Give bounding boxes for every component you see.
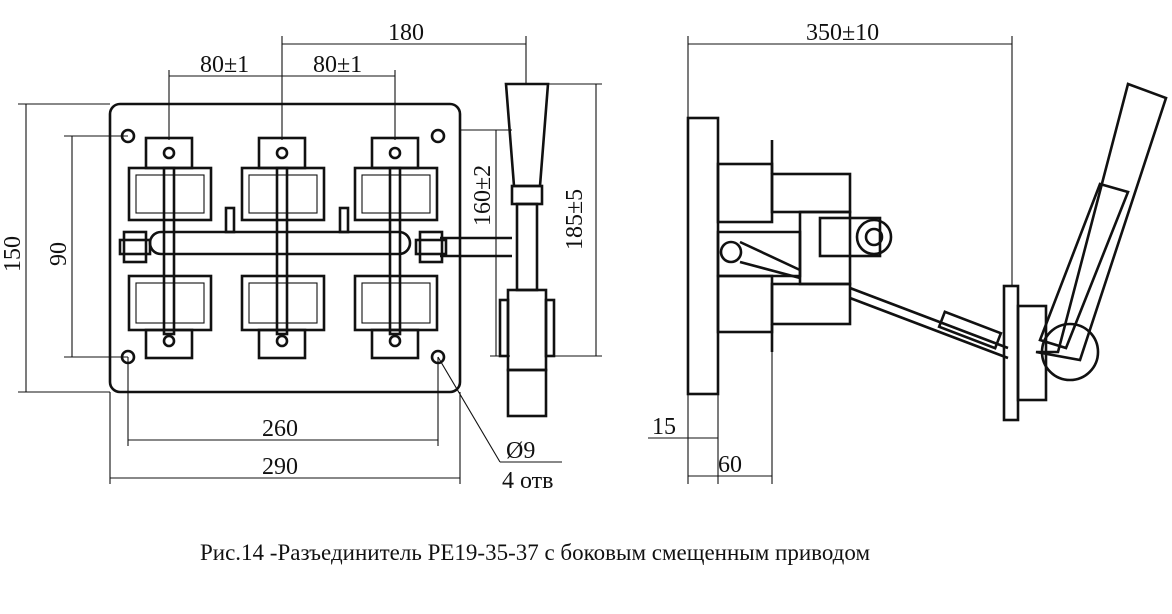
dim-150: 150 — [0, 236, 26, 272]
contact-blocks — [127, 136, 439, 360]
dim-260: 260 — [262, 416, 298, 442]
front-view: 180 80±1 80±1 150 90 160±2 185±5 260 290… — [0, 20, 602, 494]
dim-80-left: 80±1 — [200, 52, 249, 78]
dim-160: 160±2 — [470, 165, 496, 226]
figure-caption: Рис.14 -Разъединитель РЕ19-35-37 с боков… — [200, 540, 870, 565]
side-view: 350±10 15 60 — [648, 20, 1168, 484]
dim-180: 180 — [388, 20, 424, 46]
dim-60: 60 — [718, 452, 742, 478]
dim-290: 290 — [262, 454, 298, 480]
dim-80-right: 80±1 — [313, 52, 362, 78]
knife-blades — [162, 166, 402, 336]
base-plate — [108, 102, 462, 394]
dim-hole-count: 4 отв — [502, 468, 554, 494]
dim-90: 90 — [46, 242, 72, 266]
dim-185: 185±5 — [562, 189, 588, 250]
dim-hole-diameter: Ø9 — [506, 438, 535, 464]
dim-350: 350±10 — [806, 20, 879, 46]
operating-handle — [498, 82, 556, 418]
side-flange — [686, 116, 720, 396]
dim-15: 15 — [652, 414, 676, 440]
mounting-holes — [120, 128, 446, 365]
front-dimension-lines — [18, 36, 602, 484]
drive-shaft — [118, 206, 512, 264]
